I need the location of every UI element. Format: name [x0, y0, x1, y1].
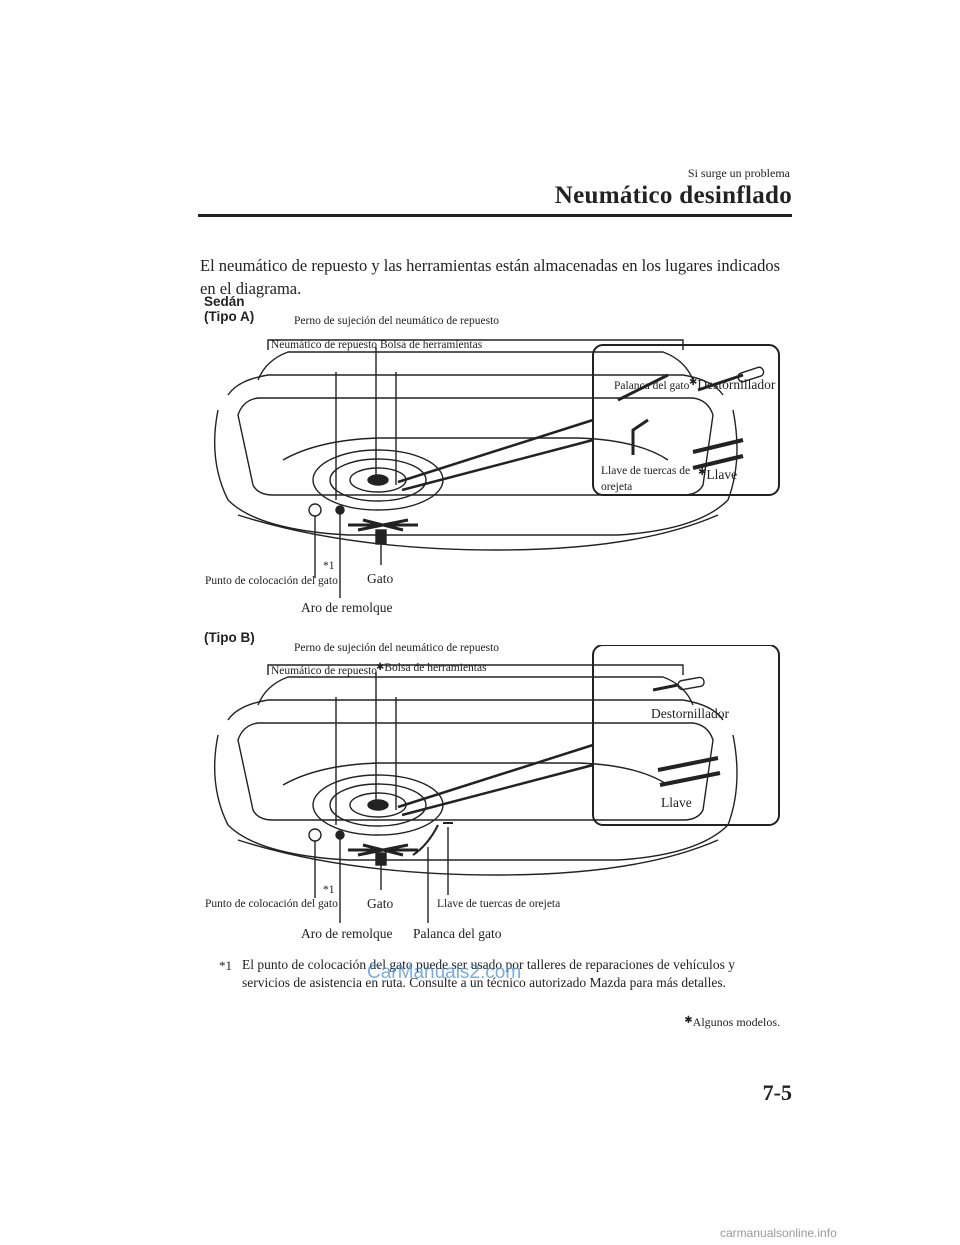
section-title: Si surge un problema	[687, 166, 790, 180]
ref-1-label-b: *1	[323, 884, 335, 896]
screwdriver-label-a: ✱Destornillador	[689, 377, 776, 392]
some-models-note: ✱Algunos modelos.	[684, 1015, 780, 1029]
lug-wrench-label-a-2: orejeta	[601, 481, 633, 493]
ref-1-label-a: *1	[323, 560, 335, 572]
figure-a-type: (Tipo A)	[204, 309, 255, 324]
optional-star-icon: ✱	[698, 467, 707, 478]
trunk-diagram-a	[214, 339, 780, 598]
watermark-bottom: carmanualsonline.info	[720, 1226, 837, 1240]
optional-star-icon: ✱	[689, 377, 698, 388]
jack-label-b: Gato	[367, 896, 394, 911]
vehicle-label: Sedán	[204, 294, 245, 309]
tow-ring-label-a: Aro de remolque	[301, 600, 393, 615]
tow-ring-label-b: Aro de remolque	[301, 926, 393, 941]
spare-tire-label-b: Neumático de repuesto	[271, 665, 378, 677]
figure-b-type: (Tipo B)	[204, 630, 255, 645]
wrench-label-a: ✱Llave	[698, 467, 738, 482]
page-number: 7-5	[762, 1080, 792, 1105]
jack-point-label-b: Punto de colocación del gato	[205, 898, 338, 910]
tool-bag-label-b: ✱Bolsa de herramientas	[376, 662, 487, 674]
screwdriver-label-b: Destornillador	[651, 706, 729, 721]
lug-wrench-label-b: Llave de tuercas de orejeta	[437, 898, 561, 910]
watermark-top: CarManuals2.com	[367, 962, 522, 983]
page-title: Neumático desinflado	[554, 182, 792, 209]
intro-paragraph: El neumático de repuesto y las herramien…	[200, 256, 781, 298]
lug-wrench-label-a-1: Llave de tuercas de	[601, 465, 691, 477]
jack-lever-label-a: Palanca del gato	[614, 380, 690, 392]
spare-bolt-label-b: Perno de sujeción del neumático de repue…	[294, 642, 500, 654]
jack-lever-label-b: Palanca del gato	[413, 926, 502, 941]
jack-point-label-a: Punto de colocación del gato	[205, 575, 338, 587]
footnote-mark: *1	[219, 958, 232, 973]
header-rule	[198, 214, 792, 217]
jack-label-a: Gato	[367, 571, 394, 586]
wrench-label-b: Llave	[661, 795, 692, 810]
optional-star-icon: ✱	[376, 662, 385, 673]
spare-bolt-label-a: Perno de sujeción del neumático de repue…	[294, 315, 500, 327]
optional-star-icon: ✱	[684, 1015, 693, 1026]
spare-tire-label-a: Neumático de repuesto	[271, 339, 378, 351]
tool-bag-label-a: Bolsa de herramientas	[380, 339, 483, 351]
trunk-diagram-b	[214, 645, 780, 923]
footnote-text: El punto de colocación del gato puede se…	[242, 957, 735, 990]
